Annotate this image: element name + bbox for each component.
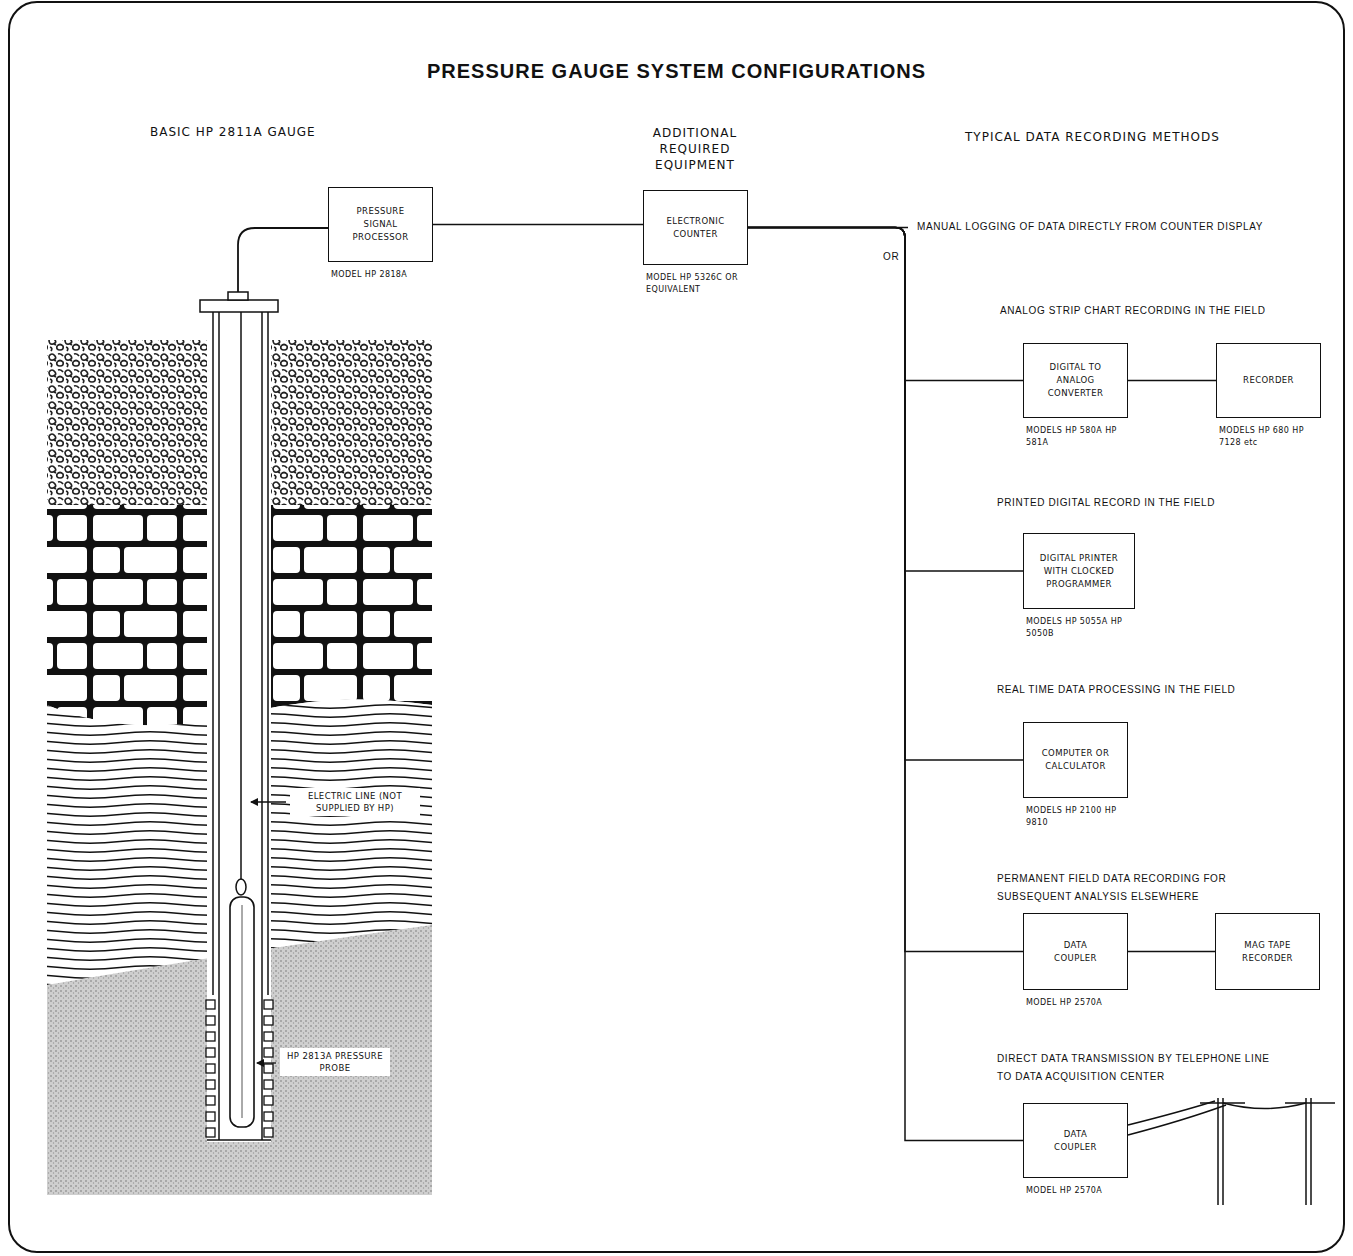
model-caption: MODEL HP 2818A — [331, 269, 441, 281]
annotation-label: ADDITIONAL REQUIRED EQUIPMENT — [645, 125, 745, 173]
annotation-label: REAL TIME DATA PROCESSING IN THE FIELD — [995, 681, 1237, 699]
annotation-label: PERMANENT FIELD DATA RECORDING FOR SUBSE… — [995, 870, 1279, 906]
model-caption: MODEL HP 5326C OR EQUIVALENT — [646, 272, 746, 296]
annotation-label: MANUAL LOGGING OF DATA DIRECTLY FROM COU… — [915, 218, 1265, 236]
signal-line — [1128, 951, 1215, 953]
annotation-label: PRINTED DIGITAL RECORD IN THE FIELD — [995, 494, 1217, 512]
annotation-label: TYPICAL DATA RECORDING METHODS — [965, 129, 1220, 145]
annotation-label: DIRECT DATA TRANSMISSION BY TELEPHONE LI… — [995, 1050, 1289, 1086]
equipment-box: COMPUTER OR CALCULATORMODELS HP 2100 HP … — [1023, 722, 1128, 798]
equipment-box: DATA COUPLERMODEL HP 2570A — [1023, 913, 1128, 990]
box-label: ELECTRONIC COUNTER — [656, 215, 736, 241]
signal-line — [748, 228, 1023, 572]
signal-line — [748, 228, 1023, 952]
signal-line — [1128, 380, 1216, 382]
model-caption: MODELS HP 2100 HP 9810 — [1026, 805, 1126, 829]
equipment-box: DIGITAL PRINTER WITH CLOCKED PROGRAMMERM… — [1023, 533, 1135, 609]
signal-line — [433, 224, 643, 226]
box-label: RECORDER — [1243, 374, 1294, 387]
box-label: PRESSURE SIGNAL PROCESSOR — [345, 205, 417, 244]
annotation-label: OR — [881, 248, 901, 266]
signal-line — [748, 228, 1023, 1141]
box-label: COMPUTER OR CALCULATOR — [1040, 747, 1112, 773]
box-label: DIGITAL PRINTER WITH CLOCKED PROGRAMMER — [1030, 552, 1128, 591]
equipment-box: RECORDERMODELS HP 680 HP 7128 etc — [1216, 343, 1321, 418]
equipment-box: ELECTRONIC COUNTERMODEL HP 5326C OR EQUI… — [643, 190, 748, 265]
annotation-label: HP 2813A PRESSURE PROBE — [280, 1048, 390, 1076]
annotation-label: ANALOG STRIP CHART RECORDING IN THE FIEL… — [998, 302, 1268, 320]
box-label: DATA COUPLER — [1046, 1128, 1106, 1154]
box-label: MAG TAPE RECORDER — [1232, 939, 1304, 965]
annotation-label: BASIC HP 2811A GAUGE — [150, 124, 316, 140]
model-caption: MODELS HP 5055A HP 5050B — [1026, 616, 1126, 640]
model-caption: MODELS HP 580A HP 581A — [1026, 425, 1126, 449]
signal-line — [748, 228, 1023, 761]
equipment-box: DATA COUPLERMODEL HP 2570A — [1023, 1103, 1128, 1178]
model-caption: MODEL HP 2570A — [1026, 1185, 1126, 1197]
annotation-label: ELECTRIC LINE (NOT SUPPLIED BY HP) — [290, 788, 420, 816]
signal-line — [748, 228, 1023, 381]
equipment-box: PRESSURE SIGNAL PROCESSORMODEL HP 2818A — [328, 187, 433, 262]
model-caption: MODELS HP 680 HP 7128 etc — [1219, 425, 1319, 449]
equipment-box: DIGITAL TO ANALOG CONVERTERMODELS HP 580… — [1023, 343, 1128, 418]
box-label: DATA COUPLER — [1046, 939, 1106, 965]
equipment-box: MAG TAPE RECORDER — [1215, 913, 1320, 990]
diagram-title: PRESSURE GAUGE SYSTEM CONFIGURATIONS — [0, 60, 1353, 83]
model-caption: MODEL HP 2570A — [1026, 997, 1126, 1009]
box-label: DIGITAL TO ANALOG CONVERTER — [1037, 361, 1115, 400]
